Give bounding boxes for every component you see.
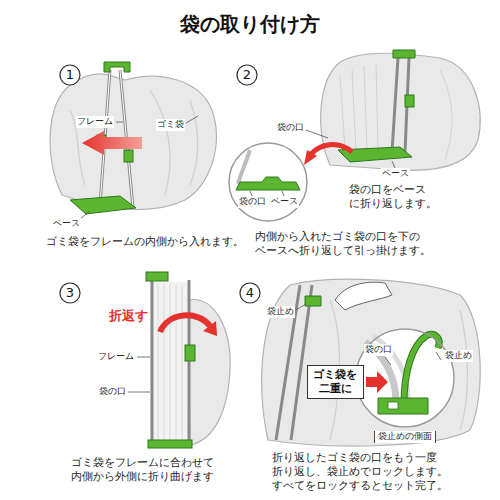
callout-box: ゴミ袋を 二重に <box>307 365 364 400</box>
circle-outline <box>237 65 257 85</box>
step-number: 1 <box>59 64 81 86</box>
frame-base <box>70 196 136 214</box>
step-number-text: 3 <box>66 285 74 302</box>
step3-illustration <box>128 272 230 448</box>
garbage-bag <box>321 53 480 170</box>
detail-inset: 袋の口袋止め袋止めの側面 <box>355 328 455 428</box>
frame-hook <box>146 272 168 281</box>
instruction-note: 袋の口をベース に折り返します。 <box>348 183 443 212</box>
part-label: ベース <box>381 168 410 180</box>
circle-outline <box>229 143 307 221</box>
frame-hook <box>104 62 130 72</box>
bag-mesh-lines <box>158 284 182 440</box>
bag-mesh <box>150 282 190 442</box>
step-number: 4 <box>239 282 261 304</box>
part-label: ベース <box>52 218 81 230</box>
detail-inset: 袋の口ベース <box>228 142 308 222</box>
step4-illustration <box>262 279 481 446</box>
leader-line <box>80 116 198 219</box>
part-label: ゴミ袋 <box>156 119 185 131</box>
step-caption: ゴミ袋をフレームの内側から入れます。 <box>45 235 245 249</box>
circle-outline <box>60 283 80 303</box>
part-label: 袋の口 <box>98 386 127 398</box>
inset-ground <box>355 328 455 428</box>
leader-line <box>385 352 441 365</box>
frame-base <box>148 440 192 448</box>
inset-ground <box>228 142 308 222</box>
leader-line <box>306 130 395 168</box>
fold-arrow <box>160 315 210 332</box>
step-caption: 折り返したゴミ袋の口をもう一度 折り返し、袋止めでロックします。 すべてをロック… <box>271 451 454 494</box>
action-label: 折返す <box>108 308 149 325</box>
step-caption: ゴミ袋をフレームに合わせて 内側から外側に折り曲げます <box>70 456 220 485</box>
clip-body <box>378 398 428 414</box>
frame-hook <box>393 50 415 58</box>
frame-clip <box>185 345 195 361</box>
step-number: 2 <box>236 64 258 86</box>
circle-outline <box>60 65 80 85</box>
hand <box>335 282 392 310</box>
step1-illustration <box>50 62 216 219</box>
frame-clip <box>124 150 133 162</box>
node-outline <box>228 142 308 222</box>
part-label: ベース <box>270 196 299 208</box>
fold-arrow-head <box>203 321 217 336</box>
node-outline <box>355 328 455 428</box>
frame-tube <box>152 280 189 442</box>
view-caption: 袋止めの側面 <box>374 431 436 443</box>
garbage-bag <box>50 74 216 209</box>
bag-clip <box>305 296 321 306</box>
step-number-text: 4 <box>246 285 254 302</box>
step2-illustration <box>228 50 480 222</box>
circle-outline <box>356 329 454 427</box>
part-label: 袋の口 <box>276 122 305 134</box>
clip-hook <box>404 334 439 404</box>
insert-arrow <box>82 131 142 155</box>
circle-outline <box>240 283 260 303</box>
leader-line <box>296 304 306 310</box>
part-label: 袋の口 <box>238 196 267 208</box>
step-caption: 内側から入れたゴミ袋の口を下の ベースへ折り返して引っ掛けます。 <box>254 230 437 259</box>
bag-crease <box>70 90 198 195</box>
part-label: 袋の口 <box>364 344 393 356</box>
fold-arrow <box>311 145 352 154</box>
fold-arrow-head <box>304 150 317 165</box>
part-label: 袋止め <box>266 306 295 318</box>
step-number-text: 2 <box>243 67 251 84</box>
base-profile <box>236 177 300 190</box>
part-label: 袋止め <box>444 350 473 362</box>
garbage-bag <box>262 279 481 446</box>
callout-text: ゴミ袋を 二重に <box>312 368 359 397</box>
part-label: フレーム <box>97 351 135 363</box>
clip-slot <box>388 402 398 409</box>
clip-hook-outline <box>404 334 439 404</box>
title: 袋の取り付け方 <box>180 11 320 37</box>
part-label: フレーム <box>76 116 114 128</box>
step-number-text: 1 <box>66 67 74 84</box>
frame-clip <box>405 95 414 107</box>
pointer-arrow <box>366 371 388 393</box>
step-number: 3 <box>59 282 81 304</box>
